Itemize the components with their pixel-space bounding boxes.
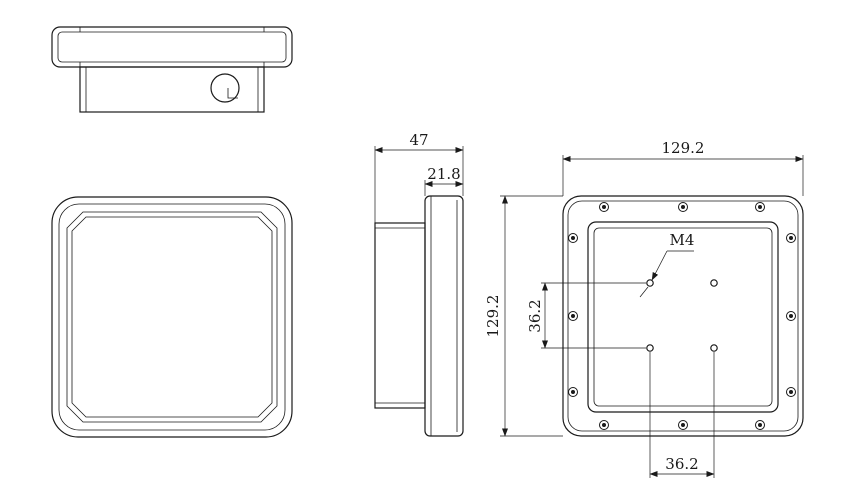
mounting-hole xyxy=(755,202,765,212)
dimension-depth-total: 47 xyxy=(409,131,428,149)
mounting-hole xyxy=(786,387,796,397)
mounting-hole xyxy=(678,202,688,212)
dimension-width: 129.2 xyxy=(662,139,705,157)
threaded-holes xyxy=(646,279,718,352)
back-dimensions: 129.2 129.2 36.2 36.2 M4 xyxy=(484,139,804,478)
m4-hole xyxy=(646,279,654,287)
dimension-height: 129.2 xyxy=(484,295,502,338)
front-view xyxy=(51,196,293,438)
mounting-hole xyxy=(678,420,688,430)
mounting-hole xyxy=(599,420,609,430)
connector-circle xyxy=(210,73,240,103)
m4-hole xyxy=(710,279,718,287)
top-view xyxy=(51,26,293,113)
mounting-hole xyxy=(786,233,796,243)
dimension-hole-spacing-horizontal: 36.2 xyxy=(665,455,698,473)
mounting-hole xyxy=(755,420,765,430)
dimension-hole-spacing-vertical: 36.2 xyxy=(526,299,544,332)
back-view xyxy=(562,195,804,437)
m4-hole xyxy=(646,344,654,352)
mounting-hole xyxy=(568,311,578,321)
mounting-hole xyxy=(568,387,578,397)
mounting-hole xyxy=(786,311,796,321)
mounting-hole xyxy=(568,233,578,243)
thread-label: M4 xyxy=(670,231,695,249)
mounting-hole xyxy=(599,202,609,212)
dimension-depth-flange: 21.8 xyxy=(427,165,460,183)
mounting-holes xyxy=(568,202,796,430)
side-dimensions: 47 21.8 xyxy=(374,131,464,223)
m4-hole xyxy=(710,344,718,352)
side-view xyxy=(374,195,464,437)
